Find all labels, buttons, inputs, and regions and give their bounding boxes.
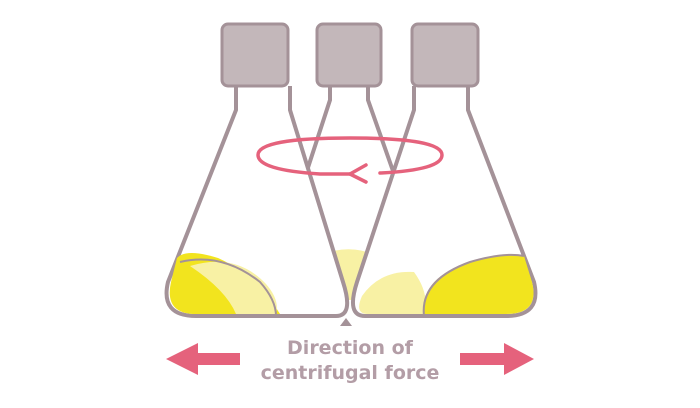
left-flask-liquid-line <box>179 258 277 317</box>
rotation-ring <box>256 136 444 176</box>
right-flask-liquid-line <box>422 253 525 317</box>
arrow-right-icon <box>460 343 534 375</box>
left-flask <box>164 22 350 318</box>
circular-arrow-icon <box>256 136 444 184</box>
force-direction-caption: Direction of centrifugal force <box>260 336 440 386</box>
rotation-arrowhead <box>348 163 368 184</box>
right-flask-liquid <box>423 254 534 314</box>
right-flask-cap <box>410 22 480 88</box>
right-flask-liquid-pale <box>359 271 426 314</box>
caption-line-1: Direction of <box>287 337 413 359</box>
left-flask-liquid-wave <box>190 261 277 314</box>
middle-flask-cap <box>315 22 383 88</box>
left-flask-cap <box>220 22 290 88</box>
caption-line-2: centrifugal force <box>260 362 440 384</box>
arrow-left-icon <box>166 343 240 375</box>
pivot-marker <box>340 318 352 326</box>
right-flask <box>350 22 538 318</box>
